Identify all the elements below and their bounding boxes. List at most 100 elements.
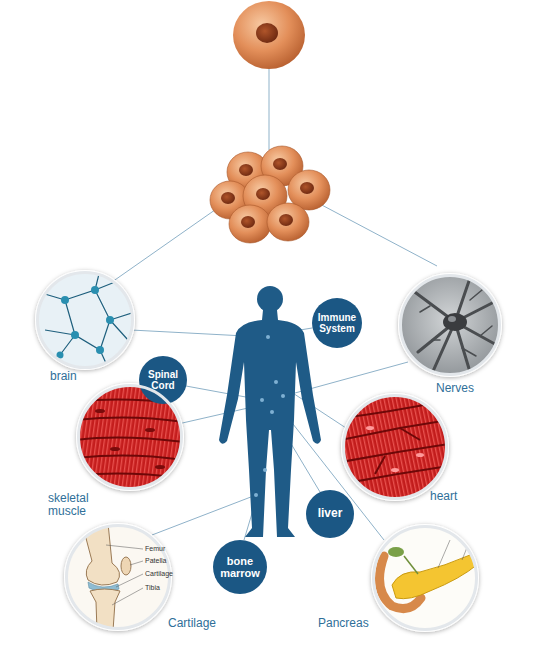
cell-body: [267, 203, 309, 241]
badge-text-box: liver: [306, 490, 354, 538]
tissue-circle: Nerves: [400, 275, 500, 375]
part-label: Patella: [145, 557, 166, 564]
heart-illustration: [341, 393, 449, 501]
node-outline: [343, 395, 447, 499]
node-outline: [66, 525, 170, 629]
nerve-nucleus: [448, 316, 456, 322]
cell-nucleus: [241, 216, 255, 228]
heart-nuclei: [366, 426, 424, 472]
body-point: [281, 394, 285, 398]
fiber-line: [341, 444, 449, 462]
part-leader: [106, 545, 143, 549]
tissue-circle: brain: [37, 272, 133, 368]
tissue-circle: skeletal muscle: [78, 385, 182, 489]
stem-cell: [233, 1, 305, 69]
dendrite: [420, 290, 492, 356]
tissue-circle: Pancreas: [373, 526, 477, 630]
tissue-label: Pancreas: [318, 617, 388, 630]
cell-nucleus: [273, 158, 287, 170]
fiber-line: [341, 400, 449, 418]
cell-nucleus: [221, 192, 235, 204]
bile-duct: [404, 556, 418, 574]
part-leader: [116, 574, 143, 587]
organ-label: liver: [310, 507, 350, 520]
neuron-cell: [61, 296, 69, 304]
pancreas-illustration: [371, 524, 479, 632]
fiber-line: [76, 437, 184, 442]
tissue-label: Nerves: [425, 382, 485, 395]
leader-line: [318, 203, 437, 266]
node-outline: [400, 275, 500, 375]
badge-text-box: Immune System: [312, 298, 362, 348]
neuron-cell: [91, 286, 99, 294]
tissue-circle: heart: [343, 395, 447, 499]
node-circle: [67, 526, 170, 629]
muscle-nuclei: [95, 409, 165, 469]
organ-label: Immune System: [316, 312, 358, 334]
cell-body: [229, 205, 271, 243]
badge-text-box: bone marrow: [213, 540, 267, 594]
cell-nucleus: [256, 23, 278, 43]
leader-line: [269, 68, 270, 150]
fiber-line: [76, 455, 184, 460]
neuron-cell: [96, 346, 104, 354]
neuron-branches: [38, 270, 135, 372]
neuron-cell: [106, 316, 114, 324]
head: [257, 286, 283, 312]
cell-nucleus: [239, 164, 253, 176]
neuron-cell: [71, 331, 79, 339]
tissue-circle: Cartilage: [66, 525, 170, 629]
illustration-bg: [64, 523, 172, 631]
brain-illustration: [35, 270, 135, 372]
node-circle: [312, 298, 362, 348]
muscle-nucleus: [145, 428, 155, 432]
patella-bone: [121, 557, 131, 575]
neuron-network: [38, 270, 135, 372]
cell-nucleus: [279, 214, 293, 226]
cell-cluster: [210, 146, 330, 243]
body-point: [254, 493, 258, 497]
leader-line: [152, 495, 256, 535]
knee-illustration: [64, 523, 172, 631]
part-label: Tibia: [145, 584, 160, 591]
body-point: [260, 398, 264, 402]
node-outline: [78, 385, 182, 489]
node-circle: [79, 386, 182, 489]
node-circle: [344, 396, 447, 499]
human-silhouette: [219, 286, 321, 537]
node-outline: [37, 272, 133, 368]
part-label: Cartilage: [145, 570, 173, 577]
nerve-illustration: [398, 273, 502, 378]
node-circle: [401, 276, 500, 375]
fiber-line: [341, 420, 449, 440]
node-circle: [374, 527, 477, 630]
muscle-fibers: [76, 399, 184, 478]
tibia-bone: [90, 589, 120, 631]
illustration-bg: [371, 524, 479, 632]
organ-badge: Immune System: [312, 298, 362, 348]
tissue-label: brain: [50, 370, 110, 383]
body-point: [274, 380, 278, 384]
organ-badge: bone marrow: [213, 540, 267, 594]
femur-bone: [82, 523, 120, 585]
heart-nucleus: [366, 426, 374, 430]
organ-badge: liver: [306, 490, 354, 538]
part-leader: [438, 540, 450, 568]
node-circle: [306, 490, 354, 538]
cell-nucleus: [256, 188, 270, 200]
tissue-label: Cartilage: [168, 617, 238, 630]
leader-line: [178, 408, 248, 424]
circle-shadow: [341, 393, 449, 501]
circle-shadow: [64, 523, 172, 631]
part-leaders: [106, 545, 143, 605]
fiber-line: [400, 428, 420, 440]
circle-shadow: [371, 524, 479, 632]
body-points: [254, 335, 285, 497]
heart-nucleus: [416, 453, 424, 457]
cell-nucleus: [300, 182, 314, 194]
illustration-bg: [35, 270, 135, 370]
part-label: Femur: [145, 545, 165, 552]
muscle-nucleus: [155, 465, 165, 469]
gallbladder: [388, 547, 404, 557]
